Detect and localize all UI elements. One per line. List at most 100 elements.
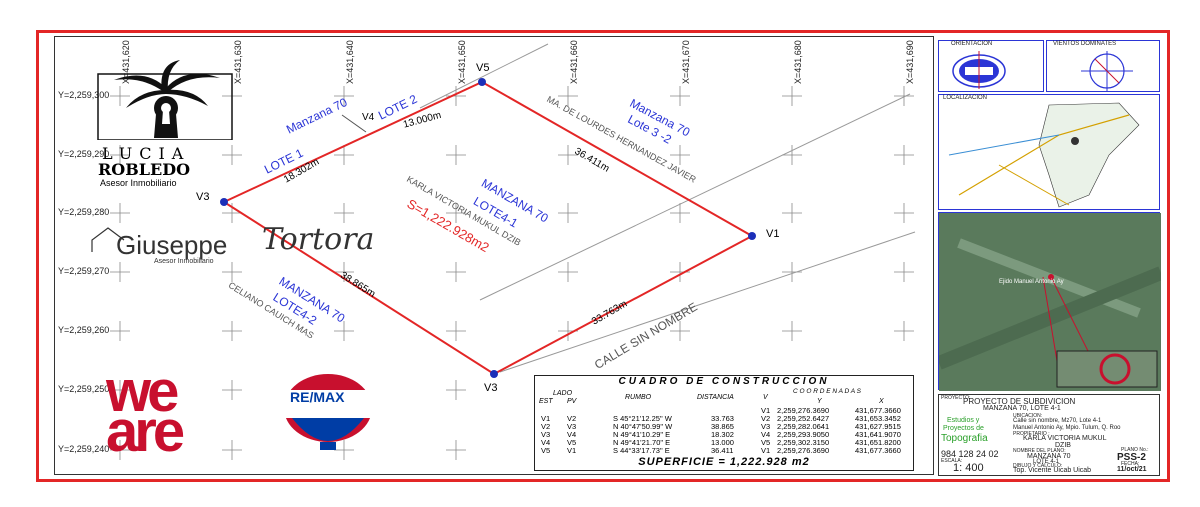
table-cell-v: V5 [761, 438, 771, 447]
grid-y-label: Y=2,259,290 [58, 149, 110, 159]
table-row: V1 V2 S 45°21'12.25" W 33.763 V2 2,259,252.64… [535, 414, 913, 423]
vertex-v1-label: V1 [766, 228, 780, 240]
table-cell-dist: 18.302 [711, 430, 734, 439]
orientation-title: ORIENTACION [951, 41, 993, 47]
satellite-box: Ejido Manuel Antonio Ay [936, 212, 1164, 391]
lucia-subtitle: Asesor Inmobiliario [100, 178, 177, 188]
table-cell-dist: 36.411 [711, 446, 734, 455]
table-cell-pv: V5 [567, 438, 577, 447]
table-cell-pv: V4 [567, 430, 577, 439]
table-superficie: SUPERFICIE = 1,222.928 m2 [638, 456, 810, 468]
construction-table: CUADRO DE CONSTRUCCION LADO EST PV RUMBO… [534, 375, 914, 471]
nombre-plano-value2: LOTE 4-1 [1033, 459, 1060, 465]
grid-y-label: Y=2,259,270 [58, 266, 110, 276]
compass-icon [952, 51, 1006, 89]
giuseppe-subtitle: Asesor Inmobiliario [154, 258, 214, 265]
street-line-1 [479, 93, 911, 301]
vertex-v4-label: V4 [362, 112, 375, 123]
table-cell-est: V2 [541, 422, 551, 431]
weare-line1: we [106, 359, 179, 424]
plano-no-value: PSS-2 [1117, 452, 1146, 463]
grid-y-label: Y=2,259,260 [58, 325, 110, 335]
table-cell-pv: V2 [567, 414, 577, 423]
table-header-rumbo: RUMBO [625, 394, 652, 401]
grid-x-label: X=431,690 [905, 40, 915, 84]
table-header-lado: LADO [553, 390, 573, 397]
vertex-v3-marker [220, 198, 228, 206]
nombre-plano-value: MANZANA 70 [1027, 453, 1071, 460]
nombre-plano-label: NOMBRE DEL PLANO: [1013, 448, 1066, 454]
propietario-value: KARLA VICTORIA MUKUL [1023, 435, 1107, 442]
table-cell-est: V3 [541, 430, 551, 439]
dibujo-label: DIBUJO Y CALCULO: [1013, 463, 1063, 469]
lucia-robledo-logo: LUCIA ROBLEDO Asesor Inmobiliario [96, 60, 236, 190]
proyecto-label: PROYECTO: [941, 395, 971, 401]
telefono-text: 984 128 24 02 [941, 449, 999, 459]
dibujo-value: Top. Vicente Uicab Uicab [1013, 467, 1092, 474]
ubicacion-value2: Manuel Antonio Ay, Mpio. Tulum, Q. Roo [1013, 425, 1121, 431]
orientation-box: ORIENTACION [938, 40, 1044, 92]
satellite-image [936, 213, 1164, 391]
table-header-est: EST [539, 398, 553, 405]
localization-title: LOCALIZACION [943, 95, 988, 101]
vertex-v1-marker [748, 232, 756, 240]
table-cell-y: 2,259,293.9050 [777, 430, 830, 439]
table-cell-dist: 38.865 [711, 422, 734, 431]
plan-sheet [54, 36, 934, 475]
topografia-text: Topografia [941, 433, 988, 444]
grid-y-label: Y=2,259,250 [58, 384, 110, 394]
boundary-line-top [419, 43, 549, 109]
table-cell-x: 431,653.3452 [855, 414, 901, 423]
v4-tick [341, 114, 367, 133]
title-block: PROYECTO: PROYECTO DE SUBDIVICION MANZAN… [938, 394, 1160, 476]
lucia-name: LUCIA [102, 144, 191, 163]
table-cell-v: V1 [761, 446, 771, 455]
giuseppe-tortora-logo: Giuseppe Tortora Asesor Inmobiliario [90, 222, 400, 272]
table-cell-rumbo: N 40°47'50.99" W [613, 422, 673, 431]
fecha-label: FECHA: [1121, 461, 1140, 467]
table-cell-rumbo: S 45°21'12.25" W [613, 414, 672, 423]
table-cell-y: 2,259,276.3690 [777, 446, 830, 455]
proyectos-text: Proyectos de [943, 425, 984, 432]
windrose-icon [1081, 51, 1133, 91]
table-cell-v: V1 [761, 406, 771, 415]
remax-balloon-logo: RE/MAX [280, 374, 376, 454]
balloon-icon [284, 374, 372, 450]
table-cell-v: V2 [761, 414, 771, 423]
table-cell-y: 2,259,252.6427 [777, 414, 830, 423]
robledo-name: ROBLEDO [98, 160, 191, 179]
table-cell-y: 2,259,276.3690 [777, 406, 830, 415]
weare-line2: are [106, 399, 185, 464]
table-cell-est: V1 [541, 414, 551, 423]
table-header-v: V [763, 394, 768, 401]
table-cell-rumbo: N 49°41'21.70" E [613, 438, 671, 447]
estudios-text: Estudios y [947, 417, 980, 424]
proyecto-value2: MANZANA 70, LOTE 4-1 [983, 405, 1061, 412]
grid-x-label: X=431,680 [793, 40, 803, 84]
location-map-icon [948, 102, 1140, 208]
table-cell-v: V4 [761, 430, 771, 439]
grid-y-label: Y=2,259,280 [58, 207, 110, 217]
grid-y-label: Y=2,259,300 [58, 90, 110, 100]
table-row: V3 V4 N 49°41'10.29" E 18.302 V4 2,259,293.90… [535, 430, 913, 439]
remax-text: RE/MAX [290, 389, 345, 405]
table-cell-rumbo: S 44°33'17.73" E [613, 446, 670, 455]
table-cell-rumbo: N 49°41'10.29" E [613, 430, 671, 439]
table-cell-dist: 13.000 [711, 438, 734, 447]
proyecto-value: PROYECTO DE SUBDIVICION [963, 397, 1076, 406]
vertex-v3b-label: V3 [484, 382, 498, 394]
escala-label: ESCALA: [941, 458, 963, 464]
table-cell-pv: V3 [567, 422, 577, 431]
vertex-v3-label: V3 [196, 191, 210, 203]
grid-x-label: X=431,660 [569, 40, 579, 84]
winds-box: VIENTOS DOMINATES [1046, 40, 1160, 92]
ubicacion-label: UBICACION: [1013, 413, 1043, 419]
weare-logo: we are [106, 359, 276, 464]
street-line-2 [499, 231, 916, 373]
grid-y-label: Y=2,259,240 [58, 444, 110, 454]
vertex-v3b-marker [490, 370, 498, 378]
table-cell-dist: 33.763 [711, 414, 734, 423]
